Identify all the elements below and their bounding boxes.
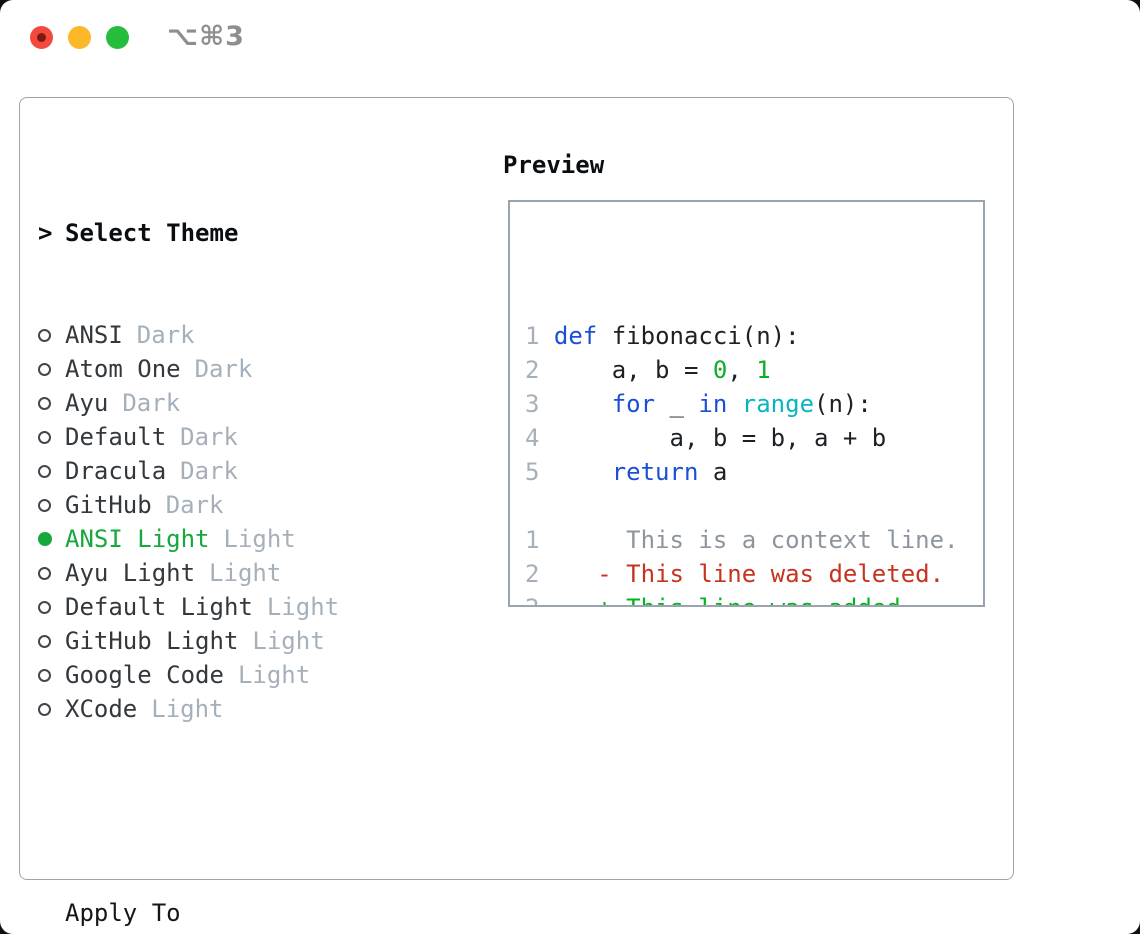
theme-option[interactable]: GitHub Dark <box>38 488 478 522</box>
theme-variant-label: Dark <box>122 389 181 417</box>
option-label: Dracula <box>65 457 167 485</box>
theme-option[interactable]: ANSI Dark <box>38 318 478 352</box>
code-line: 5 return a <box>525 458 728 486</box>
code-preview: 1 def fibonacci(n): 2 a, b = 0, 1 3 for _ … <box>508 200 985 607</box>
theme-variant-label: Light <box>209 559 282 587</box>
code-lines: 1 def fibonacci(n): 2 a, b = 0, 1 3 for _ … <box>525 319 983 605</box>
theme-variant-label: Dark <box>136 321 195 349</box>
theme-variant-label: Dark <box>165 491 224 519</box>
theme-option[interactable]: ANSI Light Light <box>38 522 478 556</box>
zoom-button[interactable] <box>106 26 129 49</box>
code-line: 4 a, b = b, a + b <box>525 424 887 452</box>
select-theme-title: Select Theme <box>65 219 239 247</box>
radio-icon <box>38 362 51 376</box>
theme-option[interactable]: Dracula Dark <box>38 454 478 488</box>
theme-variant-label: Light <box>223 525 296 553</box>
theme-option[interactable]: GitHub Light Light <box>38 624 478 658</box>
option-label: GitHub <box>65 491 152 519</box>
radio-selected-icon <box>38 532 52 546</box>
theme-option[interactable]: XCode Light <box>38 692 478 726</box>
radio-icon <box>38 396 51 410</box>
radio-icon <box>38 702 51 716</box>
radio-icon <box>38 430 51 444</box>
theme-option[interactable]: Ayu Dark <box>38 386 478 420</box>
radio-icon <box>38 566 51 580</box>
close-inner-dot <box>37 33 46 42</box>
theme-variant-label: Light <box>237 661 311 689</box>
option-label: GitHub Light <box>65 627 239 655</box>
theme-variant-label: Light <box>252 627 325 655</box>
radio-icon <box>38 464 51 478</box>
theme-option[interactable]: Atom One Dark <box>38 352 478 386</box>
theme-option[interactable]: Default Dark <box>38 420 478 454</box>
code-line: 1 This is a context line. <box>525 526 959 554</box>
preview-title: Preview <box>503 151 605 179</box>
option-label: Google Code <box>65 661 224 689</box>
option-label: ANSI Light <box>65 525 210 553</box>
theme-option[interactable]: Ayu Light Light <box>38 556 478 590</box>
apply-to-header: Apply To <box>38 896 478 930</box>
spacer <box>38 794 478 828</box>
radio-icon <box>38 634 51 648</box>
code-line: 2 + This line was added. <box>525 591 983 605</box>
close-button[interactable] <box>30 26 53 49</box>
theme-selector-panel <box>19 97 1014 880</box>
theme-option[interactable]: Default Light Light <box>38 590 478 624</box>
theme-variant-label: Dark <box>180 457 238 485</box>
titlebar-traffic-lights <box>30 26 129 49</box>
select-theme-header: > Select Theme <box>38 216 478 250</box>
radio-icon <box>38 668 51 682</box>
option-label: ANSI <box>65 321 123 349</box>
window-title: ⌥⌘3 <box>167 21 245 52</box>
theme-variant-label: Dark <box>180 423 238 451</box>
code-line: 2 - This line was deleted. <box>525 560 945 588</box>
radio-icon <box>38 328 51 342</box>
option-label: Ayu <box>65 389 109 417</box>
theme-option[interactable]: Google Code Light <box>38 658 478 692</box>
theme-variant-label: Light <box>151 695 224 723</box>
prompt-icon: > <box>38 219 53 247</box>
theme-variant-label: Dark <box>194 355 253 383</box>
option-label: Default <box>65 423 167 451</box>
radio-icon <box>38 600 51 614</box>
apply-to-title: Apply To <box>65 899 181 927</box>
code-line: 2 a, b = 0, 1 <box>525 356 771 384</box>
minimize-button[interactable] <box>68 26 91 49</box>
option-label: Ayu Light <box>65 559 196 587</box>
radio-icon <box>38 498 51 512</box>
option-label: Atom One <box>65 355 181 383</box>
code-line: 1 def fibonacci(n): <box>525 322 800 350</box>
option-label: XCode <box>65 695 138 723</box>
code-line: 3 for _ in range(n): <box>525 390 872 418</box>
option-label: Default Light <box>65 593 253 621</box>
theme-variant-label: Light <box>266 593 340 621</box>
code-line <box>525 489 983 523</box>
